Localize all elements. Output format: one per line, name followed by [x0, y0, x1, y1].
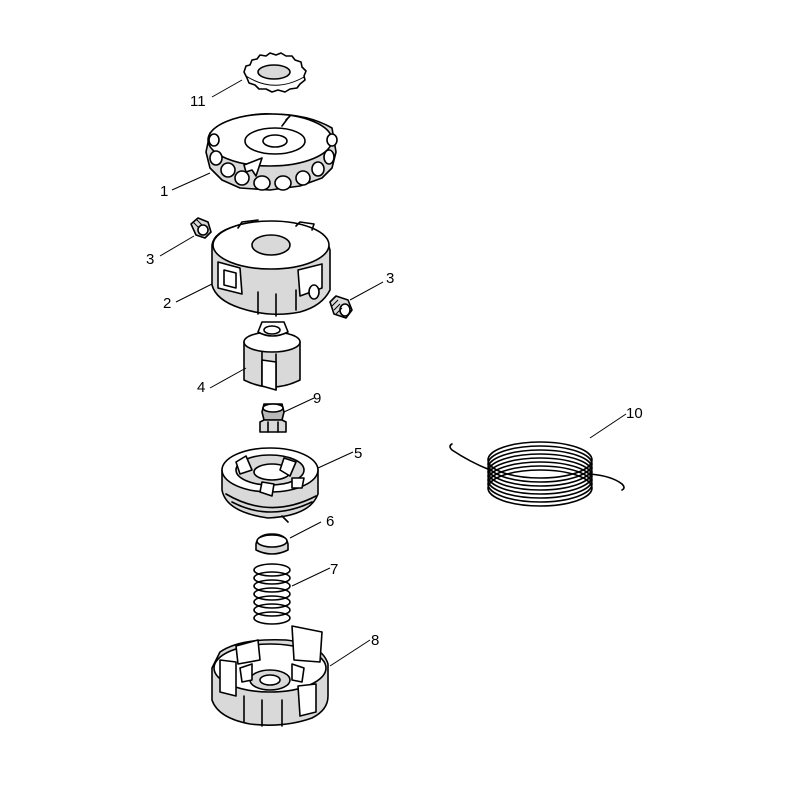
part-3-eyelet-left [190, 217, 212, 239]
callout-2: 2 [163, 295, 171, 312]
part-1-top-cap [205, 113, 338, 191]
part-7-spring [253, 563, 291, 625]
callout-10: 10 [626, 405, 643, 422]
callout-11: 11 [190, 93, 206, 110]
callout-8: 8 [371, 632, 379, 649]
part-6-cap [255, 533, 289, 555]
callout-7: 7 [330, 561, 338, 578]
leader-lines [159, 79, 627, 667]
part-11-serrated-washer [243, 52, 307, 93]
callout-3-right: 3 [386, 270, 394, 287]
part-8-bottom-housing [211, 625, 329, 727]
part-10-trimmer-line-coil [449, 441, 625, 507]
part-2-housing [211, 219, 331, 317]
part-4-sleeve [243, 321, 301, 391]
callout-5: 5 [354, 445, 362, 462]
callout-1: 1 [160, 183, 168, 200]
callout-4: 4 [197, 379, 205, 396]
callout-3-left: 3 [146, 251, 154, 268]
callout-6: 6 [326, 513, 334, 530]
callout-9: 9 [313, 390, 321, 407]
callout-labels: 11 1 3 3 2 4 9 5 10 6 7 8 [146, 93, 643, 649]
part-9-hex-nut [259, 403, 287, 433]
part-3-eyelet-right [329, 295, 353, 319]
part-5-spool [221, 447, 319, 523]
